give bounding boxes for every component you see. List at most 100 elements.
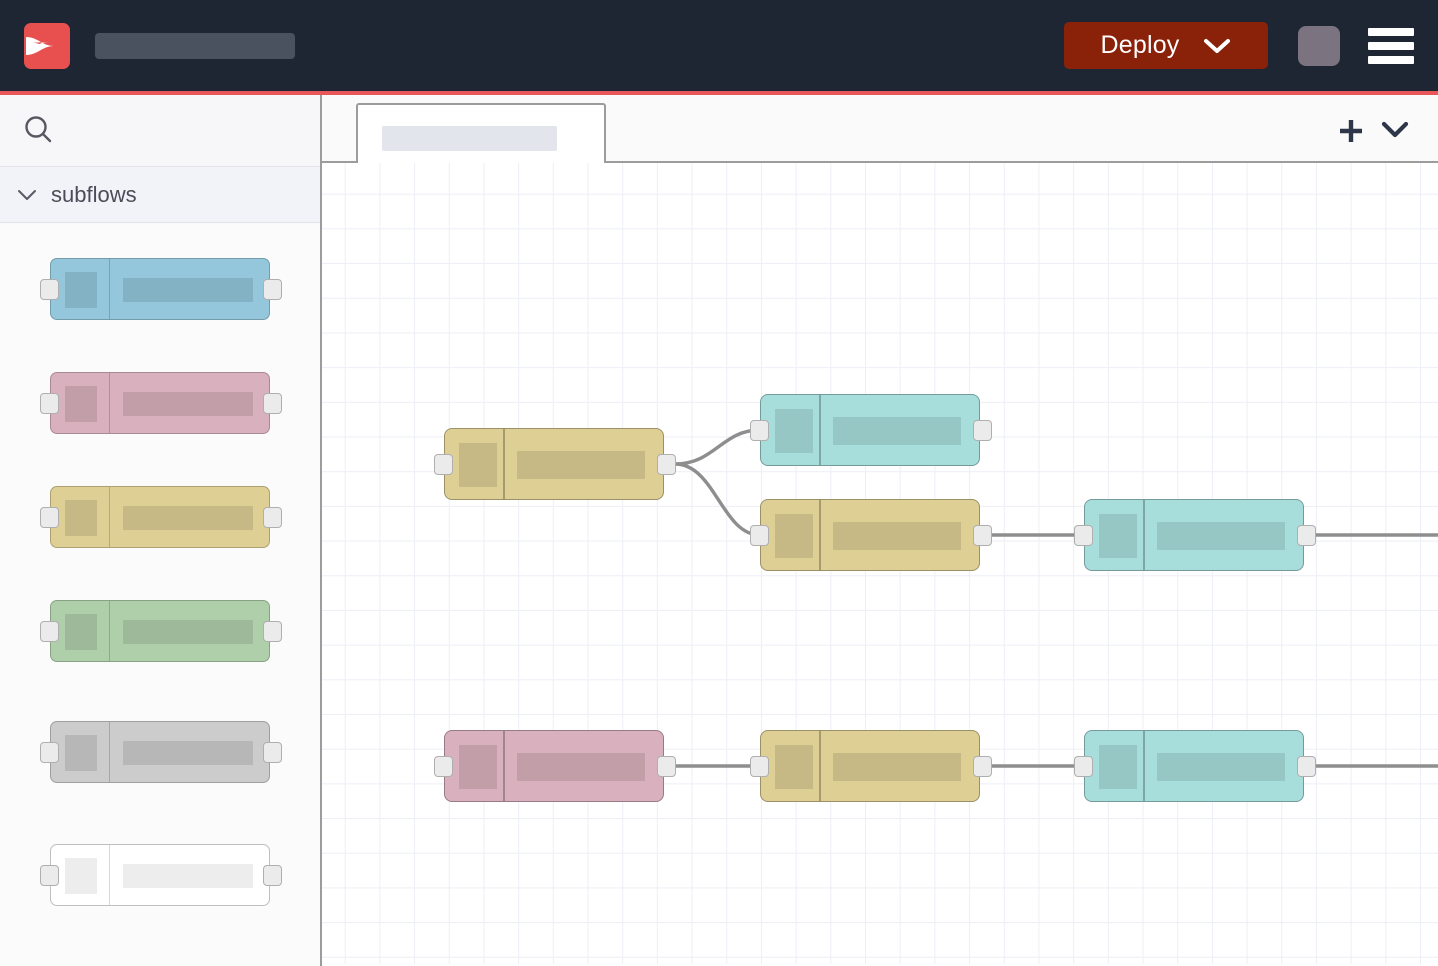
canvas-node-switch-output-port[interactable]	[973, 756, 992, 777]
palette-node-4-output-port[interactable]	[263, 621, 282, 642]
chevron-down-icon[interactable]	[1378, 115, 1412, 145]
palette-node-1-label	[123, 278, 253, 302]
palette-node-2-output-port[interactable]	[263, 393, 282, 414]
canvas-node-function-b-divider	[819, 500, 821, 570]
deploy-button-label: Deploy	[1100, 31, 1180, 59]
palette-category-label: subflows	[51, 181, 137, 207]
canvas-node-function-a-input-port[interactable]	[750, 420, 769, 441]
canvas-node-function-a-divider	[819, 395, 821, 465]
palette-node-5-label	[123, 741, 253, 765]
canvas-node-function-b[interactable]	[750, 499, 992, 571]
palette-node-6-icon	[65, 858, 97, 894]
palette-node-6-output-port[interactable]	[263, 865, 282, 886]
hamburger-bar-2	[1368, 42, 1414, 50]
wire-n1-n3	[674, 462, 761, 537]
palette-node-1[interactable]	[40, 258, 282, 320]
canvas-node-switch-divider	[819, 731, 821, 801]
canvas-node-mqtt-icon	[459, 745, 497, 789]
canvas-node-inject-label	[517, 451, 645, 479]
canvas-node-inject[interactable]	[434, 428, 676, 500]
canvas-node-function-a-icon	[775, 409, 813, 453]
chevron-down-icon	[18, 189, 36, 200]
canvas-node-debug-b-label	[1157, 753, 1285, 781]
canvas-node-inject-input-port[interactable]	[434, 454, 453, 475]
palette-node-3-output-port[interactable]	[263, 507, 282, 528]
chevron-down-icon	[1203, 38, 1230, 53]
palette-node-4-divider	[109, 601, 110, 661]
canvas-node-inject-icon	[459, 443, 497, 487]
palette-node-6-input-port[interactable]	[40, 865, 59, 886]
canvas-node-mqtt-label	[517, 753, 645, 781]
canvas-node-function-a[interactable]	[750, 394, 992, 466]
node-red-logo-icon[interactable]	[24, 23, 70, 69]
palette-node-6-label	[123, 864, 253, 888]
canvas-node-debug-a-label	[1157, 522, 1285, 550]
palette-sidebar: subflows	[0, 95, 320, 966]
canvas-node-debug-a[interactable]	[1074, 499, 1316, 571]
palette-node-5-input-port[interactable]	[40, 742, 59, 763]
canvas-node-switch-input-port[interactable]	[750, 756, 769, 777]
palette-node-3[interactable]	[40, 486, 282, 548]
palette-node-3-input-port[interactable]	[40, 507, 59, 528]
deploy-button[interactable]: Deploy	[1064, 22, 1268, 69]
canvas-node-inject-output-port[interactable]	[657, 454, 676, 475]
hamburger-bar-1	[1368, 28, 1414, 36]
canvas-node-function-b-icon	[775, 514, 813, 558]
app-header: Deploy	[0, 0, 1438, 91]
palette-node-1-output-port[interactable]	[263, 279, 282, 300]
canvas-node-mqtt-output-port[interactable]	[657, 756, 676, 777]
palette-search-bar[interactable]	[0, 95, 320, 167]
palette-node-3-divider	[109, 487, 110, 547]
palette-node-list	[0, 224, 320, 966]
logo-glyph	[26, 37, 68, 55]
plus-icon[interactable]	[1333, 113, 1369, 149]
palette-node-2-icon	[65, 386, 97, 422]
canvas-node-inject-divider	[503, 429, 505, 499]
canvas-node-switch[interactable]	[750, 730, 992, 802]
canvas-node-function-a-label	[833, 417, 961, 445]
palette-node-5[interactable]	[40, 721, 282, 783]
wire-n1-n2	[674, 428, 761, 466]
hamburger-menu-icon[interactable]	[1368, 28, 1414, 64]
canvas-node-debug-b-icon	[1099, 745, 1137, 789]
search-icon[interactable]	[21, 113, 57, 149]
canvas-node-debug-b[interactable]	[1074, 730, 1316, 802]
palette-node-2-input-port[interactable]	[40, 393, 59, 414]
palette-node-3-label	[123, 506, 253, 530]
palette-node-6-divider	[109, 845, 110, 905]
palette-node-3-icon	[65, 500, 97, 536]
flow-tab-1[interactable]	[356, 103, 606, 163]
canvas-node-mqtt-input-port[interactable]	[434, 756, 453, 777]
canvas-node-debug-b-input-port[interactable]	[1074, 756, 1093, 777]
user-avatar[interactable]	[1298, 26, 1340, 66]
palette-node-2[interactable]	[40, 372, 282, 434]
palette-node-4-icon	[65, 614, 97, 650]
canvas-node-debug-a-output-port[interactable]	[1297, 525, 1316, 546]
palette-node-2-divider	[109, 373, 110, 433]
flow-tab-1-label	[382, 126, 557, 151]
palette-node-6[interactable]	[40, 844, 282, 906]
canvas-node-mqtt-divider	[503, 731, 505, 801]
canvas-node-function-b-output-port[interactable]	[973, 525, 992, 546]
flow-canvas[interactable]	[322, 163, 1438, 964]
palette-node-4[interactable]	[40, 600, 282, 662]
palette-category-subflows[interactable]: subflows	[0, 167, 320, 223]
canvas-node-debug-b-output-port[interactable]	[1297, 756, 1316, 777]
palette-node-4-input-port[interactable]	[40, 621, 59, 642]
palette-node-1-input-port[interactable]	[40, 279, 59, 300]
hamburger-bar-3	[1368, 56, 1414, 64]
canvas-node-function-b-input-port[interactable]	[750, 525, 769, 546]
palette-node-5-output-port[interactable]	[263, 742, 282, 763]
header-title-redacted	[95, 33, 295, 59]
palette-node-5-divider	[109, 722, 110, 782]
canvas-node-debug-a-icon	[1099, 514, 1137, 558]
palette-node-2-label	[123, 392, 253, 416]
canvas-node-switch-label	[833, 753, 961, 781]
palette-node-4-label	[123, 620, 253, 644]
palette-node-1-divider	[109, 259, 110, 319]
canvas-node-debug-a-input-port[interactable]	[1074, 525, 1093, 546]
canvas-node-function-a-output-port[interactable]	[973, 420, 992, 441]
palette-node-5-icon	[65, 735, 97, 771]
canvas-node-mqtt[interactable]	[434, 730, 676, 802]
